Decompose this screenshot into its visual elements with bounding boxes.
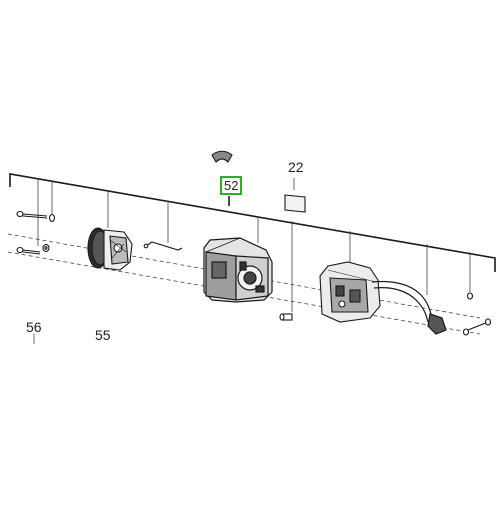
- callout-52: 52: [220, 176, 243, 195]
- callout-56: 56: [26, 319, 42, 335]
- lead-wires: [371, 280, 447, 335]
- washers: [42, 213, 56, 253]
- callout-22: 22: [288, 159, 304, 175]
- armature-fan: [87, 227, 133, 271]
- brush-spring: [143, 241, 183, 251]
- end-screws: [462, 292, 492, 336]
- assembly-bracket: [9, 173, 496, 272]
- switch-assembly: [319, 261, 381, 323]
- upper-part-fragment: [211, 150, 233, 163]
- leader-lines: [33, 178, 471, 344]
- motor-housing: [203, 237, 273, 303]
- pin: [279, 313, 293, 321]
- label-plate: [284, 194, 306, 213]
- screws: [16, 210, 48, 255]
- callout-55: 55: [95, 327, 111, 343]
